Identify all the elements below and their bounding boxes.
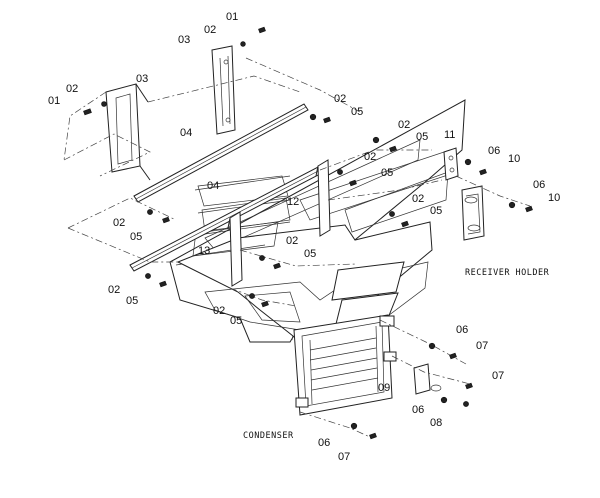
callout-label: 01 [226,11,238,23]
callout-label: 12 [287,196,299,208]
callout-label: 05 [416,131,428,143]
callout-label: 13 [198,245,210,257]
callout-label: 06 [318,437,330,449]
bracket-13 [227,211,243,287]
callout-labels: 01 02 03 01 02 03 04 02 05 02 05 02 05 1… [48,11,560,463]
receiver-holder [443,147,485,241]
callout-label: 05 [126,295,138,307]
condenser-unit [293,314,397,416]
left-bracket-03 [105,83,151,181]
callout-label: 08 [430,417,442,429]
callout-label: 07 [492,370,504,382]
callout-label: 05 [130,231,142,243]
callout-label: 10 [548,192,560,204]
bracket-12 [315,159,331,237]
callout-label: 02 [364,151,376,163]
callout-label: 03 [178,34,190,46]
callout-label: 07 [338,451,350,463]
callout-label: 05 [304,248,316,260]
callout-label: 05 [351,106,363,118]
bracket-09 [413,363,442,395]
callout-label: 04 [180,127,192,139]
top-bracket-03 [211,45,236,135]
callout-label: 06 [533,179,545,191]
receiver-holder-caption: RECEIVER HOLDER [465,268,550,278]
callout-label: 02 [398,119,410,131]
callout-label: 02 [286,235,298,247]
assembly-lines [63,57,531,439]
rail-04-upper [133,103,309,203]
callout-label: 01 [48,95,60,107]
callout-label: 09 [378,382,390,394]
condenser-caption: CONDENSER [243,431,294,441]
callout-label: 05 [430,205,442,217]
callout-label: 04 [207,180,219,192]
callout-label: 03 [136,73,148,85]
callout-label: 06 [456,324,468,336]
callout-label: 02 [213,305,225,317]
callout-label: 02 [108,284,120,296]
callout-label: 02 [412,193,424,205]
callout-label: 02 [204,24,216,36]
callout-label: 02 [66,83,78,95]
callout-label: 07 [476,340,488,352]
fasteners [83,26,533,440]
callout-label: 06 [412,404,424,416]
callout-label: 05 [381,167,393,179]
callout-label: 11 [444,129,455,141]
callout-label: 06 [488,145,500,157]
callout-label: 02 [113,217,125,229]
callout-label: 02 [334,93,346,105]
callout-label: 10 [508,153,520,165]
callout-label: 05 [230,315,242,327]
